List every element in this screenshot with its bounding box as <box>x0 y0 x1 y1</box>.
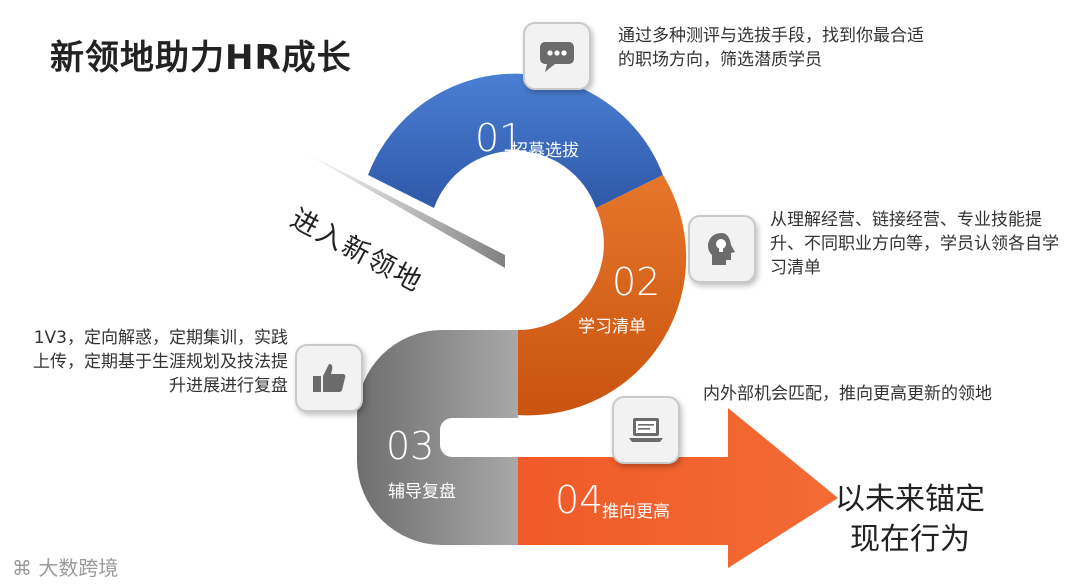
watermark-logo-icon: ⌘ <box>12 556 39 580</box>
step-04-label: 推向更高 <box>602 502 670 522</box>
segment-04-advance-arrow <box>518 408 838 568</box>
step-01-number: 01 <box>475 116 524 160</box>
step-03-description: 1V3，定向解惑，定期集训，实践上传，定期基于生涯规划及技法提升进展进行复盘 <box>33 328 288 396</box>
entry-wedge <box>300 150 505 268</box>
outcome-line-1: 以未来锚定 <box>835 482 985 517</box>
watermark-text: 大数跨境 <box>38 556 119 580</box>
step-04-number: 04 <box>555 478 604 522</box>
step-01-label: 招募选拔 <box>511 141 579 161</box>
segment-03-coaching <box>357 330 518 545</box>
step-02-description: 从理解经营、链接经营、专业技能提升、不同职业方向等，学员认领各自学习清单 <box>770 210 1059 278</box>
step-03-number: 03 <box>386 424 435 468</box>
outcome-line-2: 现在行为 <box>850 522 970 557</box>
laptop-icon-callout <box>612 396 680 464</box>
segment-02-learning <box>518 175 687 416</box>
chat-bubble-icon-callout <box>523 22 591 90</box>
outcome-text: 以未来锚定 现在行为 <box>820 480 1000 560</box>
step-01-description: 通过多种测评与选拔手段，找到你最合适的职场方向，筛选潜质学员 <box>618 26 924 70</box>
laptop-icon <box>629 418 663 442</box>
step-02-number: 02 <box>612 260 661 304</box>
step-02-label: 学习清单 <box>578 317 646 337</box>
head-lightbulb-icon-callout <box>688 215 756 283</box>
thumbs-up-icon-callout <box>295 344 363 412</box>
head-lightbulb-icon <box>708 233 735 265</box>
page-title: 新领地助力HR成长 <box>50 38 352 78</box>
step-03-label: 辅导复盘 <box>388 482 456 502</box>
watermark: ⌘ 大数跨境 <box>12 552 118 581</box>
segment-01-recruit <box>368 73 663 208</box>
step-04-description: 内外部机会匹配，推向更高更新的领地 <box>703 384 992 404</box>
thumbs-up-icon <box>313 364 346 392</box>
chat-bubble-icon <box>540 42 574 72</box>
